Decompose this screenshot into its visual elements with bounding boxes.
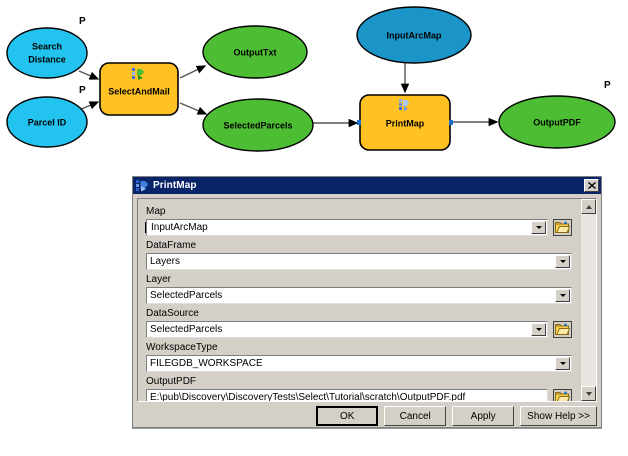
model-node-label-output-txt: OutputTxt — [234, 47, 277, 57]
layer-combobox[interactable]: SelectedParcels — [146, 287, 572, 304]
script-tool-icon — [136, 179, 149, 192]
chevron-down-icon[interactable] — [531, 323, 546, 336]
workspacetype-combobox-value: FILEGDB_WORKSPACE — [150, 358, 263, 369]
parameters-panel: Map InputArcMap — [137, 198, 597, 402]
chevron-down-icon[interactable] — [555, 357, 570, 370]
field-label-map: Map — [146, 206, 166, 217]
outputpdf-input[interactable]: E:\pub\Discovery\DiscoveryTests\Select\T… — [146, 389, 548, 401]
show-help-button[interactable]: Show Help >> — [520, 406, 597, 426]
script-tool-icon — [132, 68, 144, 80]
model-diagram-canvas[interactable]: Search Distance P Parcel ID P SelectAndM… — [0, 0, 628, 175]
map-browse-button[interactable] — [553, 219, 572, 236]
script-tool-icon — [399, 99, 409, 111]
scroll-down-icon[interactable] — [581, 386, 596, 401]
field-row-dataframe: Layers — [146, 253, 572, 270]
field-row-datasource: SelectedParcels — [146, 321, 572, 338]
field-label-workspacetype: WorkspaceType — [146, 342, 218, 353]
chevron-down-icon[interactable] — [555, 255, 570, 268]
workspacetype-combobox[interactable]: FILEGDB_WORKSPACE — [146, 355, 572, 372]
parameters-scroll-area: Map InputArcMap — [138, 199, 580, 401]
field-label-outputpdf: OutputPDF — [146, 376, 197, 387]
model-node-label-search-distance-2: Distance — [28, 54, 66, 64]
model-node-label-search-distance: Search — [32, 41, 62, 51]
model-node-label-selected-parcels: SelectedParcels — [223, 120, 292, 130]
print-map-dialog: PrintMap Map InputArcMap — [132, 176, 602, 428]
map-combobox[interactable]: InputArcMap — [145, 219, 548, 236]
field-row-workspacetype: FILEGDB_WORKSPACE — [146, 355, 572, 372]
dialog-bottom-edge — [132, 428, 602, 429]
connector-select-and-mail-to-output-txt — [179, 65, 207, 79]
model-node-parcel-id[interactable]: Parcel ID — [6, 96, 88, 148]
field-row-outputpdf: E:\pub\Discovery\DiscoveryTests\Select\T… — [146, 389, 572, 401]
model-node-label-input-arc-map: InputArcMap — [387, 30, 443, 40]
scroll-up-icon[interactable] — [581, 199, 596, 214]
field-label-layer: Layer — [146, 274, 172, 285]
map-combobox-value: InputArcMap — [151, 222, 208, 233]
model-node-label-output-pdf: OutputPDF — [533, 117, 581, 127]
close-icon[interactable] — [584, 179, 599, 192]
model-node-label-parcel-id: Parcel ID — [28, 117, 67, 127]
outputpdf-browse-button[interactable] — [553, 389, 572, 401]
model-node-selected-parcels[interactable]: SelectedParcels — [202, 98, 314, 152]
model-node-output-pdf[interactable]: OutputPDF — [498, 95, 616, 149]
dialog-title: PrintMap — [153, 180, 197, 191]
model-connectors — [78, 63, 499, 128]
datasource-browse-button[interactable] — [553, 321, 572, 338]
dataframe-combobox-value: Layers — [150, 256, 181, 267]
dialog-titlebar[interactable]: PrintMap — [133, 177, 601, 194]
connector-select-and-mail-to-selected-parcels — [179, 102, 208, 115]
layer-combobox-value: SelectedParcels — [150, 290, 223, 301]
param-marker-parcel-id: P — [79, 85, 86, 96]
apply-button[interactable]: Apply — [452, 406, 515, 426]
param-marker-search-distance: P — [79, 16, 86, 27]
connector-search-distance-to-select-and-mail — [78, 70, 100, 80]
dialog-body: Map InputArcMap — [133, 194, 601, 429]
cancel-button[interactable]: Cancel — [384, 406, 447, 426]
model-node-print-map[interactable]: PrintMap — [357, 94, 453, 151]
dataframe-combobox[interactable]: Layers — [146, 253, 572, 270]
model-node-search-distance[interactable]: Search Distance — [6, 27, 88, 79]
ok-button[interactable]: OK — [316, 406, 379, 426]
dialog-button-bar: OK Cancel Apply Show Help >> — [137, 406, 597, 426]
chevron-down-icon[interactable] — [531, 221, 546, 234]
parameters-scrollbar[interactable] — [580, 199, 596, 401]
field-label-datasource: DataSource — [146, 308, 199, 319]
datasource-combobox-value: SelectedParcels — [150, 324, 223, 335]
field-label-dataframe: DataFrame — [146, 240, 197, 251]
model-node-label-select-and-mail: SelectAndMail — [108, 86, 170, 96]
model-node-select-and-mail[interactable]: SelectAndMail — [99, 62, 179, 116]
field-row-layer: SelectedParcels — [146, 287, 572, 304]
model-node-input-arc-map[interactable]: InputArcMap — [356, 6, 472, 64]
model-node-output-txt[interactable]: OutputTxt — [202, 25, 308, 79]
connector-parcel-id-to-select-and-mail — [78, 101, 100, 111]
text-caret — [145, 222, 146, 233]
model-node-label-print-map: PrintMap — [386, 118, 425, 128]
param-marker-output-pdf: P — [604, 80, 611, 91]
field-row-map: InputArcMap — [145, 219, 572, 236]
chevron-down-icon[interactable] — [555, 289, 570, 302]
datasource-combobox[interactable]: SelectedParcels — [146, 321, 548, 338]
